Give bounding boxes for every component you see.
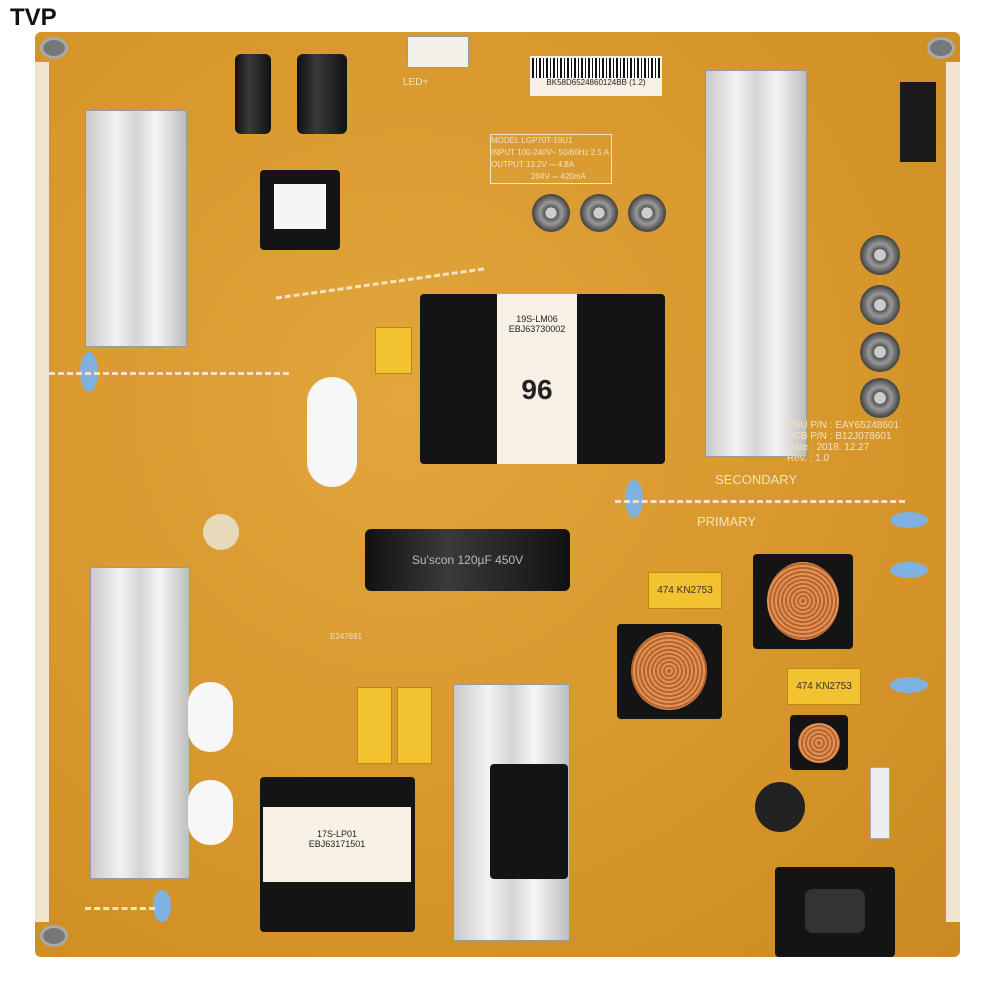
led-connector	[407, 36, 469, 68]
input-value: 100-240V~ 50/60Hz 2.5 A	[517, 148, 609, 157]
y-capacitor	[890, 677, 928, 693]
potting	[188, 780, 233, 845]
barcode	[532, 58, 660, 78]
y-capacitor	[153, 890, 171, 922]
output2-value: 204V ⎓ 420mA	[531, 172, 586, 181]
varistor	[755, 782, 805, 832]
transformer	[260, 170, 340, 250]
capacitor	[580, 194, 618, 232]
output-label: OUTPUT	[491, 160, 524, 169]
bulk-capacitor: Su'scon 120µF 450V	[365, 529, 570, 591]
capacitor	[860, 332, 900, 372]
capacitor	[235, 54, 271, 134]
y-capacitor	[890, 512, 928, 528]
transformer-label: 19S-LM06 EBJ63730002 96	[497, 294, 577, 464]
choke	[753, 554, 853, 649]
model-value: LGP70T-19U1	[521, 136, 573, 145]
bridge-rectifier	[490, 764, 568, 879]
model-label: MODEL	[491, 136, 520, 145]
mount-hole	[40, 37, 68, 59]
heatsink	[705, 70, 807, 457]
capacitor	[860, 378, 900, 418]
y-capacitor	[625, 480, 643, 518]
capacitor	[297, 54, 347, 134]
heatsink	[90, 567, 190, 879]
transformer-number: 96	[521, 374, 553, 405]
ul-mark: E247691	[330, 632, 363, 641]
choke	[617, 624, 722, 719]
ac-inlet[interactable]	[775, 867, 895, 957]
x-capacitor: 474 KN2753	[787, 668, 861, 705]
ratings-table: MODEL LGP70T-19U1 INPUT 100-240V~ 50/60H…	[490, 134, 612, 184]
watermark: TVP	[10, 4, 57, 31]
board-rev: Rev. : 1.0	[787, 453, 830, 464]
board-edge	[946, 62, 960, 922]
pcb-pn: PCB P/N : B12J078601	[787, 431, 892, 442]
board-info: PSU P/N : EAY65248601 PCB P/N : B12J0786…	[787, 420, 899, 464]
barcode-label: BK58D6524860124BB (1.2)	[530, 56, 662, 96]
board-edge	[35, 62, 49, 922]
pcb-board: LED+ BK58D6524860124BB (1.2) MODEL LGP70…	[35, 32, 960, 957]
psu-pn: PSU P/N : EAY65248601	[787, 420, 900, 431]
isolation-line	[49, 372, 289, 375]
transformer-code: 17S-LP01	[316, 829, 358, 839]
board-date: Date : 2018. 12.27	[787, 442, 870, 453]
input-label: INPUT	[491, 148, 515, 157]
isolation-line	[615, 500, 905, 503]
capacitor	[532, 194, 570, 232]
lg-logo	[203, 514, 239, 550]
transformer-part: EBJ63171501	[308, 839, 366, 849]
potting	[188, 682, 233, 752]
mount-hole	[40, 925, 68, 947]
y-capacitor	[890, 562, 928, 578]
film-capacitor	[375, 327, 412, 374]
led-label: LED+	[403, 77, 429, 88]
barcode-text: BK58D6524860124BB (1.2)	[546, 78, 646, 87]
transformer-part: EBJ63730002	[508, 324, 566, 334]
output-connector	[900, 82, 936, 162]
capacitor	[860, 285, 900, 325]
isolation-line	[85, 907, 155, 910]
secondary-label: SECONDARY	[715, 472, 798, 487]
inductor	[790, 715, 848, 770]
transformer-code: 19S-LM06	[516, 314, 558, 324]
capacitor	[860, 235, 900, 275]
mount-hole	[927, 37, 955, 59]
heatsink	[85, 110, 187, 347]
transformer-label: 17S-LP01 EBJ63171501	[263, 807, 411, 882]
fuse	[870, 767, 890, 839]
primary-label: PRIMARY	[697, 514, 756, 529]
output1-value: 13.2V ⎓ 4.8A	[525, 160, 575, 169]
capacitor	[628, 194, 666, 232]
film-capacitor	[397, 687, 432, 764]
film-capacitor	[357, 687, 392, 764]
potting	[307, 377, 357, 487]
x-capacitor: 474 KN2753	[648, 572, 722, 609]
